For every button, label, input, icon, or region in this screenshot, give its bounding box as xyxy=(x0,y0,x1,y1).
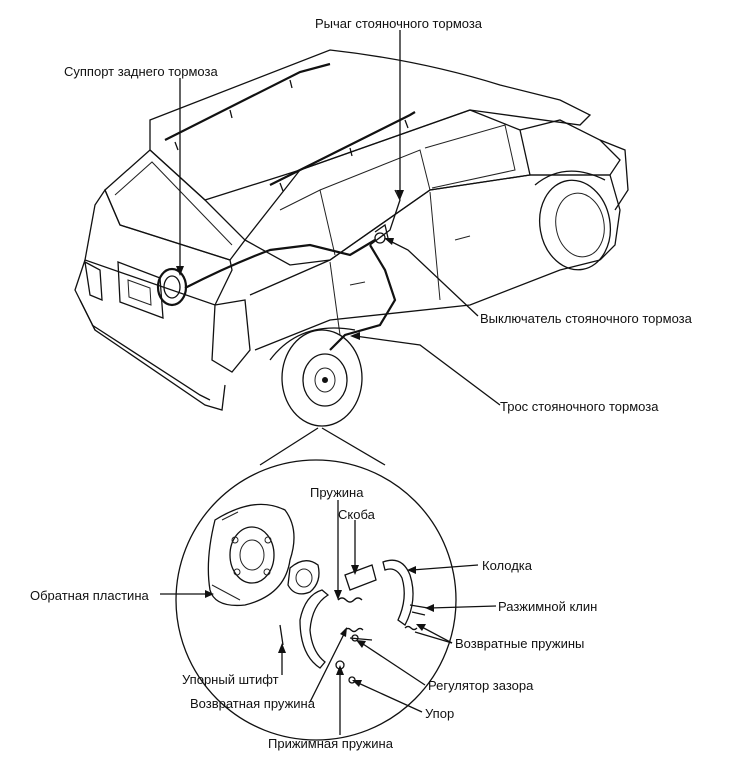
label-rear-caliper: Суппорт заднего тормоза xyxy=(64,64,218,79)
label-adjuster: Регулятор зазора xyxy=(428,678,534,693)
label-hold-spring: Прижимная пружина xyxy=(268,736,393,751)
label-stopper: Упор xyxy=(425,706,455,721)
detail-circle xyxy=(175,427,457,741)
label-hold-pin: Упорный штифт xyxy=(182,672,279,687)
label-shoe: Колодка xyxy=(482,558,532,573)
label-bracket: Скоба xyxy=(338,507,375,522)
label-return-springs: Возвратные пружины xyxy=(455,636,585,651)
label-return-spring: Возвратная пружина xyxy=(190,696,315,711)
lower-callouts xyxy=(160,500,497,735)
upper-callouts xyxy=(176,30,501,406)
label-parking-switch: Выключатель стояночного тормоза xyxy=(480,311,692,326)
brake-parts xyxy=(207,503,429,684)
vehicle-illustration xyxy=(74,49,629,427)
label-spring: Пружина xyxy=(310,485,364,500)
label-parking-cable: Трос стояночного тормоза xyxy=(500,399,659,414)
label-parking-lever: Рычаг стояночного тормоза xyxy=(315,16,483,31)
label-back-plate: Обратная пластина xyxy=(30,588,149,603)
label-expander: Разжимной клин xyxy=(498,599,598,614)
